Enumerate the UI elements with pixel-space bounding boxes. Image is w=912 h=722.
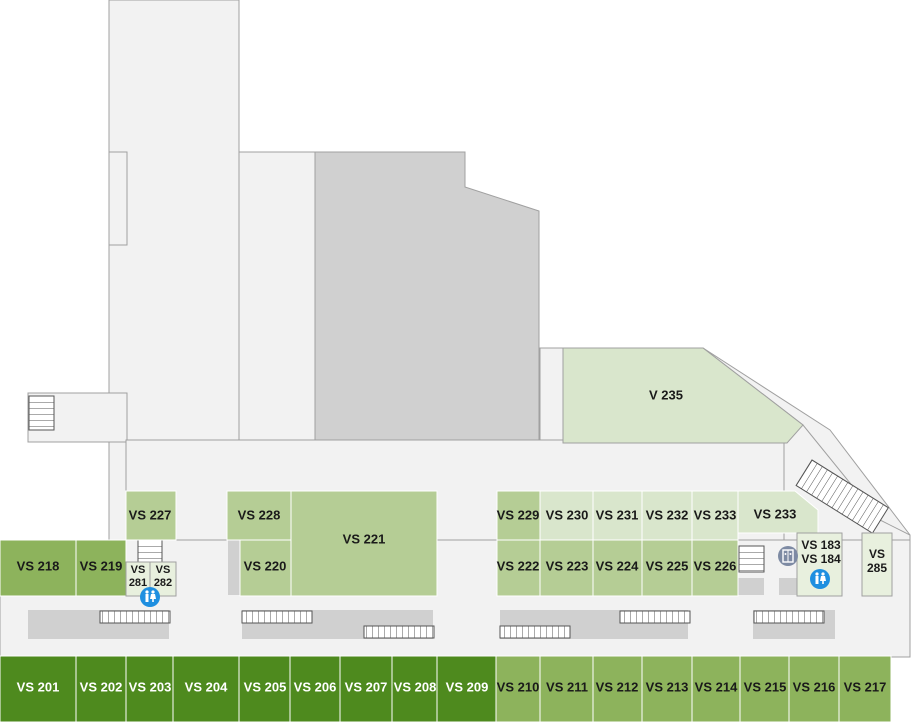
label-vs212: VS 212: [596, 679, 639, 694]
label-vs207: VS 207: [345, 679, 388, 694]
label-vs282-line1: VS: [156, 564, 171, 576]
label-v235: V 235: [649, 387, 683, 402]
room-vs203: [125, 655, 174, 722]
stairs-diagonal: [795, 459, 890, 534]
room-vs211: [539, 655, 594, 722]
label-vs231: VS 231: [596, 507, 639, 522]
label-vs206: VS 206: [294, 679, 337, 694]
room-vs213: [641, 655, 693, 722]
room-vs233a: [691, 490, 739, 541]
label-vs224: VS 224: [596, 558, 639, 573]
label-vs214: VS 214: [695, 679, 738, 694]
label-vs230: VS 230: [546, 507, 589, 522]
stairs-227: [137, 539, 163, 563]
room-vs201: [0, 655, 77, 722]
room-vs227: [125, 490, 177, 541]
room-vs219: [75, 539, 127, 597]
main-corridor: [0, 539, 911, 658]
label-vs229: VS 229: [497, 507, 540, 522]
stairs-corridor-2: [241, 610, 313, 624]
room-vs232: [641, 490, 693, 541]
room-vs209: [436, 655, 497, 722]
label-vs233b: VS 233: [754, 506, 797, 521]
elevator-icon: [778, 546, 798, 566]
label-vs282-line2: 282: [154, 577, 172, 589]
stairs-corridor-4: [619, 610, 691, 624]
room-vs210: [495, 655, 541, 722]
label-vs184: VS 184: [801, 552, 841, 566]
label-vs218: VS 218: [17, 558, 60, 573]
room-vs216: [788, 655, 840, 722]
label-vs228: VS 228: [238, 507, 281, 522]
label-vs281-line2: 281: [129, 577, 147, 589]
room-vs223: [539, 539, 594, 597]
room-vs208: [391, 655, 438, 722]
label-vs221: VS 221: [343, 531, 386, 546]
label-vs210: VS 210: [497, 679, 540, 694]
room-vs226: [691, 539, 739, 597]
label-vs215: VS 215: [744, 679, 787, 694]
restroom-icon: [810, 569, 830, 589]
room-labels: VS 201 VS 202 VS 203 VS 204 VS 205 VS 20…: [17, 387, 888, 694]
room-v235: [562, 347, 804, 444]
room-vs205: [238, 655, 291, 722]
shaft-2: [738, 578, 764, 595]
stairs-corridor-6: [753, 610, 825, 624]
room-vs202: [75, 655, 127, 722]
label-vs202: VS 202: [80, 679, 123, 694]
stairs-west: [28, 395, 55, 431]
label-vs205: VS 205: [244, 679, 287, 694]
label-vs208: VS 208: [394, 679, 437, 694]
stairs-east: [738, 545, 765, 573]
label-vs225: VS 225: [646, 558, 689, 573]
room-vs233b: [737, 490, 819, 534]
shaft-1: [228, 540, 240, 595]
label-vs232: VS 232: [646, 507, 689, 522]
label-vs219: VS 219: [80, 558, 123, 573]
room-vs221: [290, 490, 438, 597]
stairs-corridor-1: [99, 610, 171, 624]
stairs-corridor-5: [499, 625, 571, 639]
label-vs222: VS 222: [497, 558, 540, 573]
grey-blocks: [28, 151, 835, 639]
room-vs204: [172, 655, 240, 722]
stairs-group: [28, 395, 890, 639]
label-vs223: VS 223: [546, 558, 589, 573]
label-vs226: VS 226: [694, 558, 737, 573]
label-vs183: VS 183: [801, 538, 841, 552]
label-vs217: VS 217: [844, 679, 887, 694]
label-vs201: VS 201: [17, 679, 60, 694]
north-west-annex: [108, 151, 128, 246]
label-vs209: VS 209: [446, 679, 489, 694]
label-vs220: VS 220: [244, 558, 287, 573]
room-vs212: [592, 655, 643, 722]
room-vs225: [641, 539, 693, 597]
label-vs285-line2: 285: [867, 561, 887, 575]
label-vs233a: VS 233: [694, 507, 737, 522]
label-vs216: VS 216: [793, 679, 836, 694]
room-vs214: [691, 655, 741, 722]
stairs-corridor-3: [363, 625, 435, 639]
room-vs229: [496, 490, 541, 541]
label-vs285-line1: VS: [869, 547, 885, 561]
room-vs217: [838, 655, 892, 722]
room-vs218: [0, 539, 77, 597]
label-vs213: VS 213: [646, 679, 689, 694]
label-vs227: VS 227: [129, 507, 172, 522]
rooms: [0, 347, 893, 722]
room-vs215: [739, 655, 790, 722]
shaft-3: [779, 578, 797, 595]
label-vs203: VS 203: [129, 679, 172, 694]
label-vs211: VS 211: [546, 679, 588, 694]
atrium-block: [314, 151, 540, 441]
room-vs285: [861, 532, 893, 597]
label-vs281-line1: VS: [131, 564, 146, 576]
label-vs204: VS 204: [185, 679, 228, 694]
restroom-icon: [140, 587, 160, 607]
room-vs220: [239, 539, 292, 597]
